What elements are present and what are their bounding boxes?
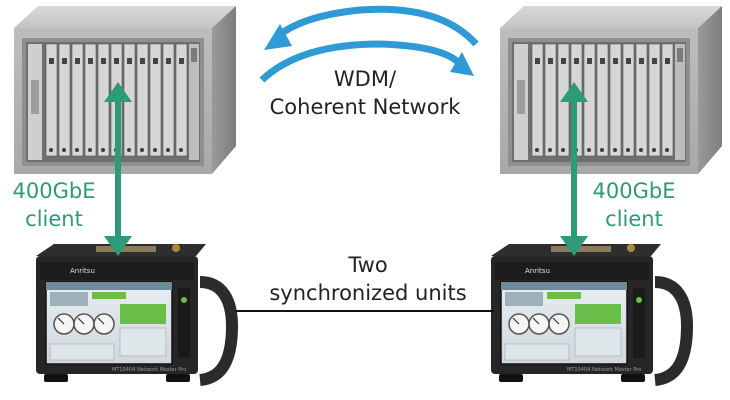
right-client-arrow	[560, 82, 588, 256]
left-device-brand: Anritsu	[70, 267, 95, 275]
left-client-arrow	[104, 82, 132, 256]
right-client-label-line1: 400GbE	[593, 179, 676, 203]
right-network-equipment	[499, 5, 723, 175]
network-arrows	[259, 5, 479, 83]
left-device-model: MT1040A Network Master Pro	[112, 367, 186, 373]
arrow-head-right	[450, 52, 474, 76]
right-client-label-line2: client	[605, 207, 663, 231]
sync-label-line2: synchronized units	[269, 281, 466, 305]
sync-label-line1: Two	[347, 253, 387, 277]
right-test-unit: Anritsu MT1040A Network Master Pro	[491, 244, 687, 382]
left-network-equipment	[13, 5, 237, 175]
arrow-head-left	[264, 24, 292, 50]
right-device-model: MT1040A Network Master Pro	[567, 367, 641, 373]
left-client-label-line1: 400GbE	[13, 179, 96, 203]
left-client-label-line2: client	[25, 207, 83, 231]
left-test-unit: Anritsu MT1040A Network Master Pro	[36, 244, 232, 382]
network-label-line2: Coherent Network	[270, 95, 462, 119]
right-device-brand: Anritsu	[525, 267, 550, 275]
network-label-line1: WDM/	[334, 67, 397, 91]
